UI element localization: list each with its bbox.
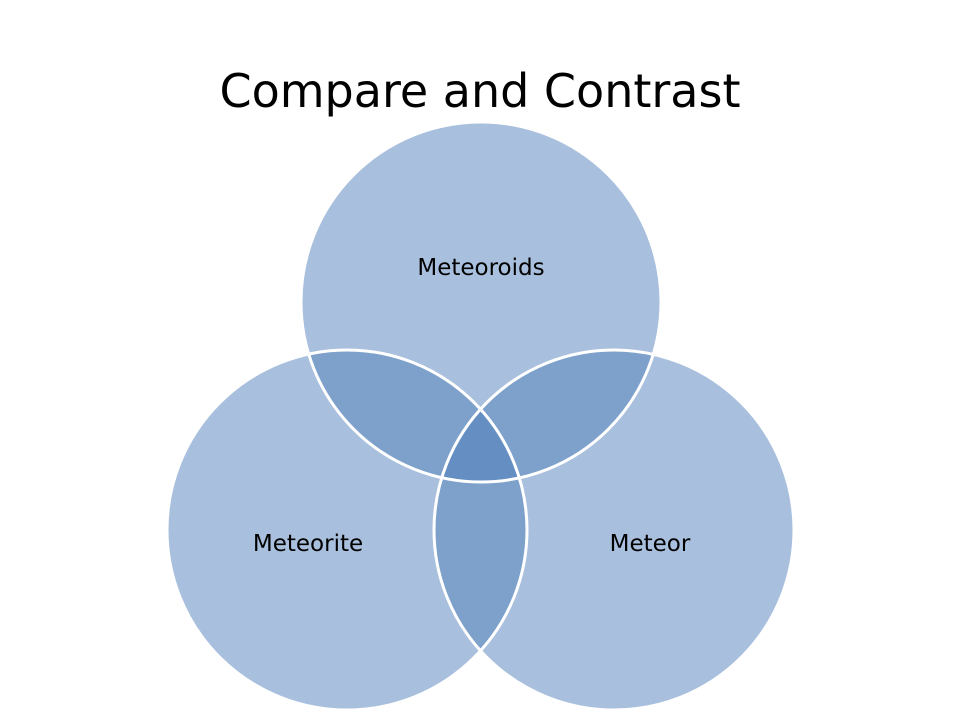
slide-title: Compare and Contrast [219, 64, 741, 118]
venn-outline-right [432, 348, 796, 712]
venn-outline-left [165, 348, 529, 712]
venn-label-meteor: Meteor [610, 531, 691, 557]
venn-overlap-top-right [434, 350, 661, 482]
venn-label-meteorite: Meteorite [253, 531, 363, 557]
venn-label-meteoroids: Meteoroids [417, 255, 544, 281]
venn-outline-top [299, 120, 663, 484]
venn-overlap-top-left [301, 350, 527, 482]
